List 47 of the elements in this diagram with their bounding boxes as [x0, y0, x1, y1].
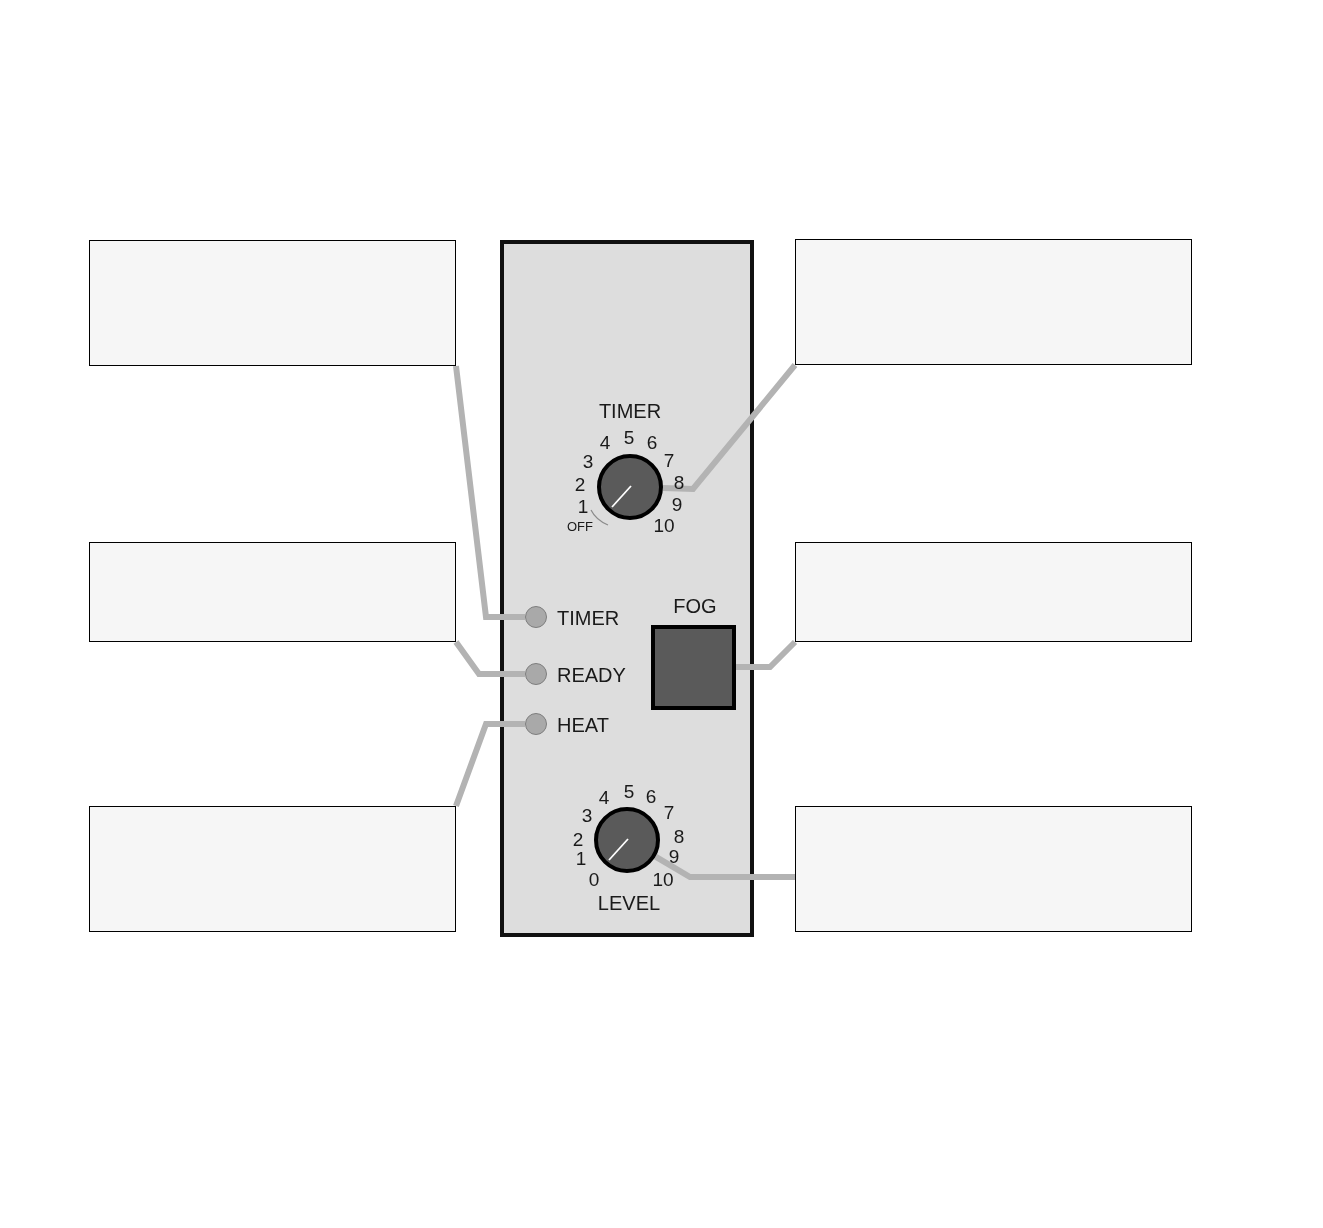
callout-box: [795, 239, 1192, 365]
dial-number: 6: [646, 432, 658, 452]
dial-number: 4: [598, 787, 610, 807]
callout-box: [795, 806, 1192, 932]
callout-box: [89, 542, 456, 642]
dial-number: 5: [623, 781, 635, 801]
callout-box: [89, 240, 456, 366]
dial-number: 2: [572, 829, 584, 849]
dial-number: 4: [599, 432, 611, 452]
dial-number: 1: [575, 848, 587, 868]
dial-number: 10: [653, 515, 675, 535]
leader-line: [453, 721, 525, 808]
dial-number: 9: [668, 846, 680, 866]
leader-line: [662, 363, 798, 493]
rotary-knob: [594, 807, 660, 873]
leader-line: [653, 854, 795, 880]
indicator-light-icon: [525, 713, 547, 735]
dial-number: 9: [671, 494, 683, 514]
rotary-knob: [597, 454, 663, 520]
dial-number: 8: [673, 472, 685, 492]
leader-line: [453, 640, 525, 677]
control-label: TIMER: [598, 401, 662, 421]
push-button: [651, 625, 736, 710]
leader-line: [736, 639, 798, 670]
control-label: FOG: [673, 596, 717, 616]
dial-number: OFF: [567, 519, 593, 533]
callout-box: [795, 542, 1192, 642]
indicator-label: TIMER: [557, 608, 620, 628]
dial-number: 5: [623, 427, 635, 447]
control-label: LEVEL: [597, 893, 661, 913]
dial-number: 8: [673, 826, 685, 846]
leader-line: [453, 365, 525, 620]
dial-number: 2: [574, 474, 586, 494]
dial-number: 7: [663, 450, 675, 470]
indicator-light-icon: [525, 663, 547, 685]
dial-number: 10: [652, 869, 674, 889]
dial-number: 1: [577, 496, 589, 516]
dial-number: 3: [582, 451, 594, 471]
dial-number: 3: [581, 805, 593, 825]
dial-number: 0: [588, 869, 600, 889]
dial-number: 7: [663, 802, 675, 822]
dial-number: 6: [645, 786, 657, 806]
indicator-label: HEAT: [557, 715, 609, 735]
indicator-light-icon: [525, 606, 547, 628]
callout-box: [89, 806, 456, 932]
control-panel: [500, 240, 754, 937]
indicator-label: READY: [557, 665, 626, 685]
